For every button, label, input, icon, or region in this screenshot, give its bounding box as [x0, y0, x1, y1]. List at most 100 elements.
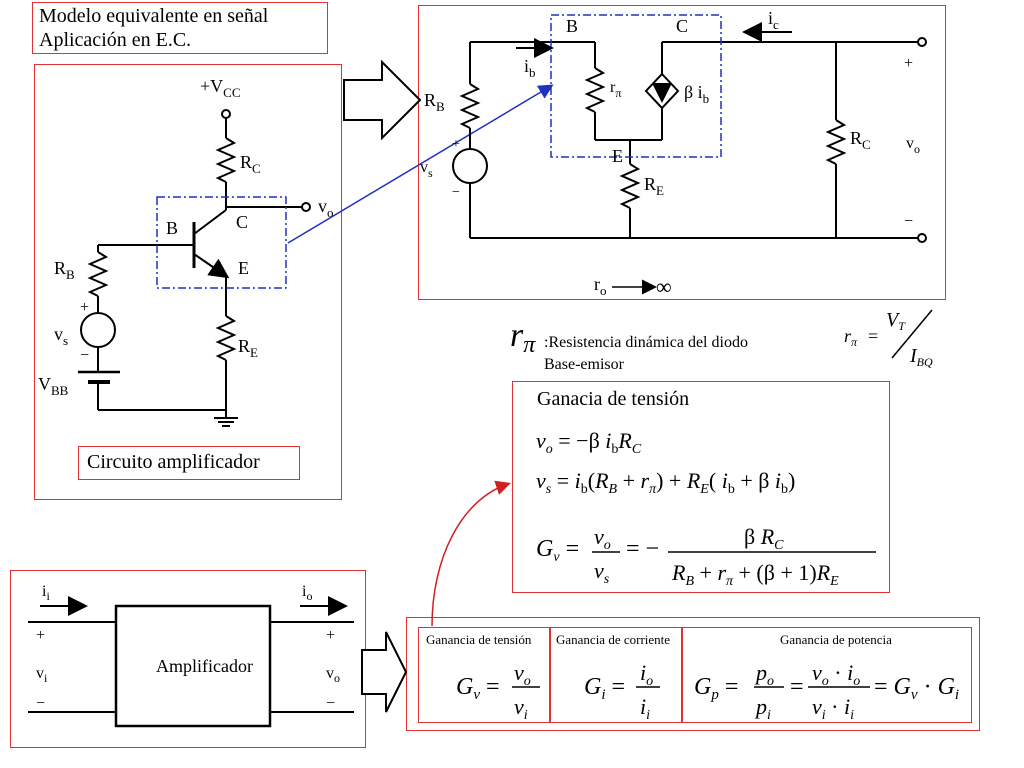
eq-re-label: RE	[644, 174, 664, 198]
gp-den2: vi · ii	[812, 694, 854, 723]
rpi-note-text-1: :Resistencia dinámica del diodo	[544, 334, 748, 351]
eq-rb-resistor	[459, 83, 481, 129]
rpi-formula-num: VT	[886, 309, 906, 333]
rpi-formula-lhs: rπ	[844, 326, 858, 349]
gain-eq-2: vs = ib(RB + rπ) + RE( ib + β ib)	[536, 468, 795, 497]
vo-minus: −	[326, 695, 335, 712]
gp-num2: vo · io	[812, 660, 860, 689]
vcc-terminal	[221, 109, 231, 119]
eq-rpi-label: rπ	[610, 79, 621, 100]
gp-num: po	[754, 660, 774, 689]
gp-lhs: Gp =	[694, 674, 738, 703]
eq-re-resistor	[619, 163, 641, 209]
left-circuit	[78, 109, 311, 427]
block-arrow-bottom	[361, 631, 408, 713]
gain-eq-3-rnum: β RC	[744, 524, 784, 553]
amp-vo-label: vo	[326, 665, 340, 685]
eq-base-label: B	[566, 16, 578, 36]
gv-num: vo	[514, 660, 531, 689]
gi-num: io	[640, 660, 653, 689]
equivalent-circuit-box	[418, 5, 946, 300]
collector-label: C	[236, 212, 248, 232]
base-label: B	[166, 218, 178, 238]
vo-terminal	[301, 202, 311, 212]
title-box: Modelo equivalente en señal Aplicación e…	[32, 2, 328, 54]
eq-rc-resistor	[825, 119, 847, 165]
eq-rc-label: RC	[850, 128, 871, 152]
vi-plus: +	[36, 627, 45, 644]
amplifier-block	[28, 596, 354, 728]
ro-infinity: ∞	[656, 274, 672, 299]
eq-vo-label: vo	[906, 135, 920, 156]
eq-collector-label: C	[676, 16, 688, 36]
re-label: RE	[238, 336, 258, 360]
gain-eq-1: vo = −β ibRC	[536, 428, 642, 457]
eq-rpi-resistor	[584, 67, 606, 113]
amplifier-circuit-box	[34, 64, 342, 500]
rpi-formula-den: IBQ	[909, 345, 933, 369]
rb-resistor	[87, 251, 109, 297]
rc-label: RC	[240, 152, 261, 176]
gi-den: ii	[640, 694, 650, 723]
amplifier-label: Amplificador	[156, 656, 253, 676]
rb-label: RB	[54, 258, 75, 282]
gains-table-cell-power	[682, 627, 972, 723]
gv-lhs: Gv =	[456, 674, 500, 703]
vs-source	[80, 312, 116, 348]
voltage-gain-box: Ganacia de tensión	[512, 381, 890, 593]
gain-box-title: Ganacia de tensión	[537, 388, 690, 410]
gain-eq-3-lhs: Gv =	[536, 536, 579, 565]
circuit-label-box: Circuito amplificador	[78, 446, 300, 480]
rpi-note-text-2: Base-emisor	[544, 356, 625, 373]
gp-den: pi	[754, 694, 771, 723]
eq-vo-terminal-bottom	[917, 233, 927, 243]
gains-table-formulas: Gv = vo vi Gi = io ii Gp = po pi = vo · …	[456, 660, 959, 723]
eq-vs-label: vs	[420, 159, 433, 180]
vcc-label: +VCC	[200, 76, 241, 100]
equivalent-circuit	[452, 37, 927, 243]
header-current-gain: Ganancia de corriente	[556, 632, 671, 647]
gp-eq-2: =	[790, 674, 804, 700]
vi-minus: −	[36, 695, 45, 712]
gv-den: vi	[514, 694, 528, 723]
equivalent-dashed-box	[550, 14, 722, 158]
eq-vs-plus: +	[452, 137, 460, 152]
rpi-formula-equals: =	[868, 326, 878, 346]
rpi-symbol: rπ	[510, 317, 536, 358]
eq-ic-label: ic	[768, 8, 779, 32]
eq-emitter-label: E	[612, 146, 623, 166]
left-circuit-labels: +VCC RC vo B C E RB + vs − RE VBB	[38, 76, 334, 398]
eq-beta-ib-label: β ib	[684, 82, 709, 106]
block-arrow-top	[343, 59, 422, 141]
vs-minus: −	[80, 347, 89, 364]
eq-ib-label: ib	[524, 56, 536, 80]
eq-vo-minus: −	[904, 213, 913, 230]
rc-resistor	[215, 137, 237, 183]
eq-vs-minus: −	[452, 185, 460, 200]
equivalent-circuit-labels: B C ic ib rπ β ib RB + vs − E RE RC + vo…	[420, 8, 920, 299]
vo-plus: +	[326, 627, 335, 644]
mapping-arrow	[287, 84, 554, 244]
amplifier-labels: Amplificador ii io + vi − + vo −	[36, 583, 340, 712]
gains-table-cell-voltage	[418, 627, 550, 723]
gi-lhs: Gi =	[584, 674, 625, 703]
title-line-2: Aplicación en E.C.	[39, 29, 192, 51]
gains-table-cell-current	[550, 627, 682, 723]
vbb-label: VBB	[38, 374, 69, 398]
gain-equations: vo = −β ibRC vs = ib(RB + rπ) + RE( ib +…	[536, 428, 876, 589]
eq-vs-source	[452, 148, 488, 184]
transistor-dashed-box	[156, 196, 287, 289]
eq-vo-terminal-top	[917, 37, 927, 47]
red-link-arrow	[431, 480, 511, 627]
header-voltage-gain: Ganancia de tensión	[426, 632, 532, 647]
vs-label: vs	[54, 324, 68, 348]
rpi-note: rπ :Resistencia dinámica del diodo Base-…	[510, 309, 933, 373]
eq-rb-label: RB	[424, 90, 445, 114]
eq-vo-plus: +	[904, 55, 913, 72]
gp-result: = Gv · Gi	[874, 674, 959, 703]
re-resistor	[215, 315, 237, 361]
ro-label: ro	[594, 274, 607, 298]
gain-eq-3-mid: = −	[626, 536, 659, 562]
